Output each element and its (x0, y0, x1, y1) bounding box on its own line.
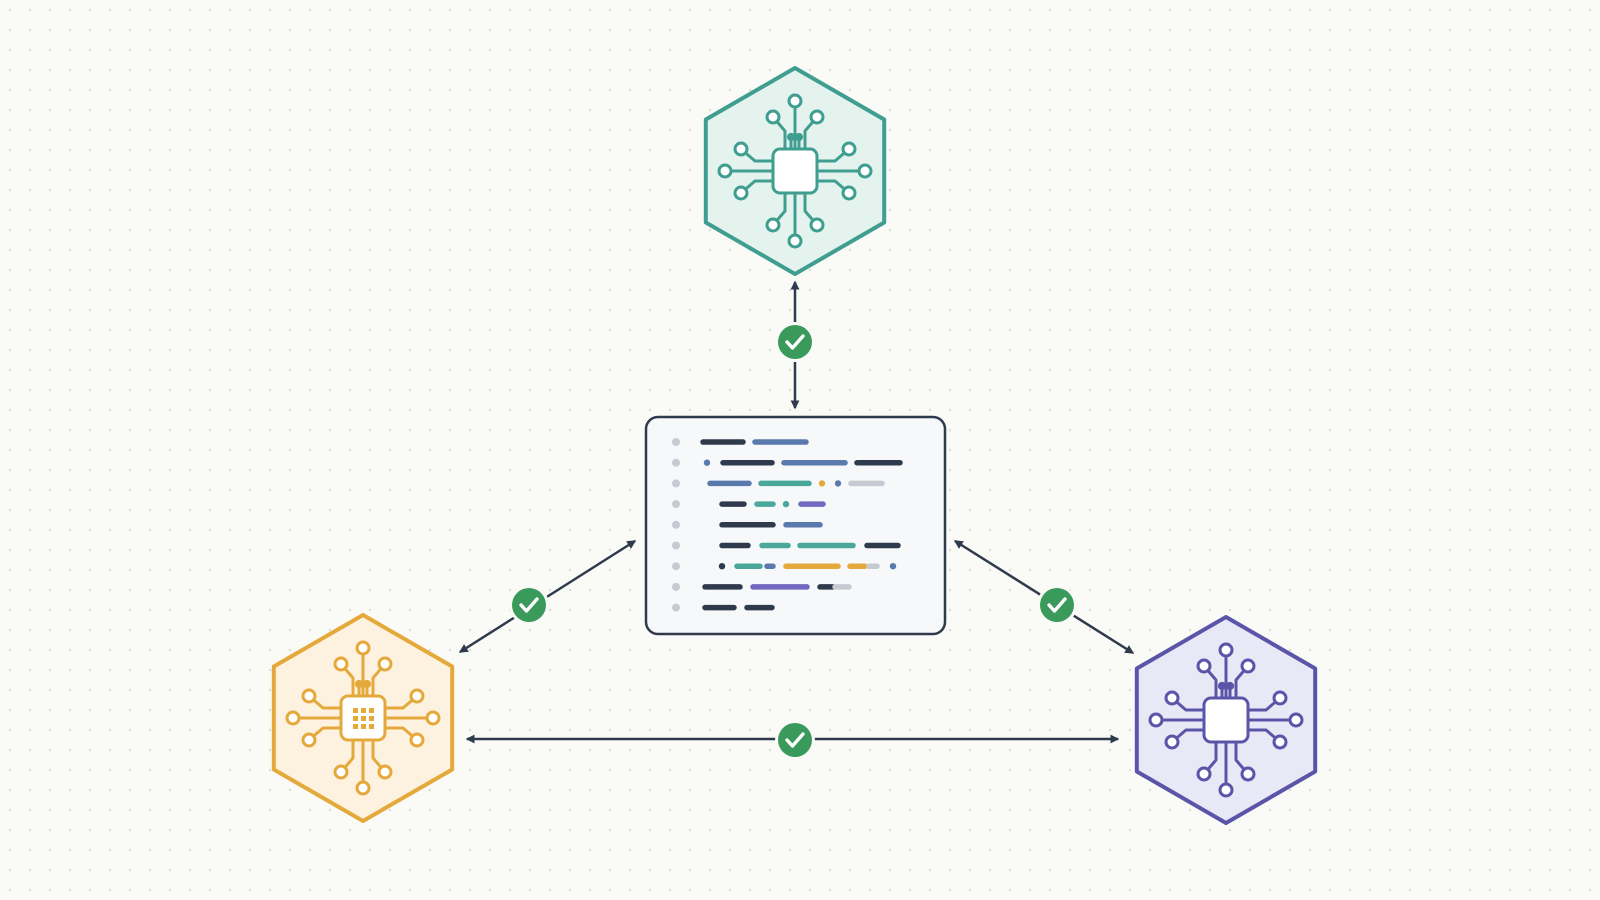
code-token (782, 500, 790, 508)
code-token (834, 480, 842, 487)
code-token (818, 480, 826, 487)
line-number-dot (672, 582, 680, 591)
line-number-dot (672, 541, 680, 550)
check-icon (1037, 585, 1077, 625)
line-number-dot (672, 479, 680, 488)
code-token (703, 459, 711, 466)
line-number-dot (672, 500, 680, 509)
circuit-chip-grid-icon (285, 640, 441, 796)
check-icon (775, 720, 815, 760)
line-number-dot (672, 438, 680, 446)
line-number-dot (672, 562, 680, 571)
code-token (718, 563, 726, 570)
agent-node-right (1134, 615, 1318, 825)
line-number-dot (672, 603, 680, 612)
agent-node-left (271, 613, 455, 823)
edge-left-code (458, 539, 637, 654)
line-number-dot (672, 520, 680, 529)
agent-node-top (703, 66, 887, 276)
circuit-chip-icon (1148, 642, 1304, 798)
line-number-dot (672, 458, 680, 467)
circuit-chip-icon (717, 93, 873, 249)
code-lines (672, 438, 903, 612)
code-document-icon (644, 415, 947, 636)
check-icon (775, 322, 815, 362)
code-token (889, 563, 897, 570)
check-icon (509, 585, 549, 625)
checks (509, 322, 1077, 760)
